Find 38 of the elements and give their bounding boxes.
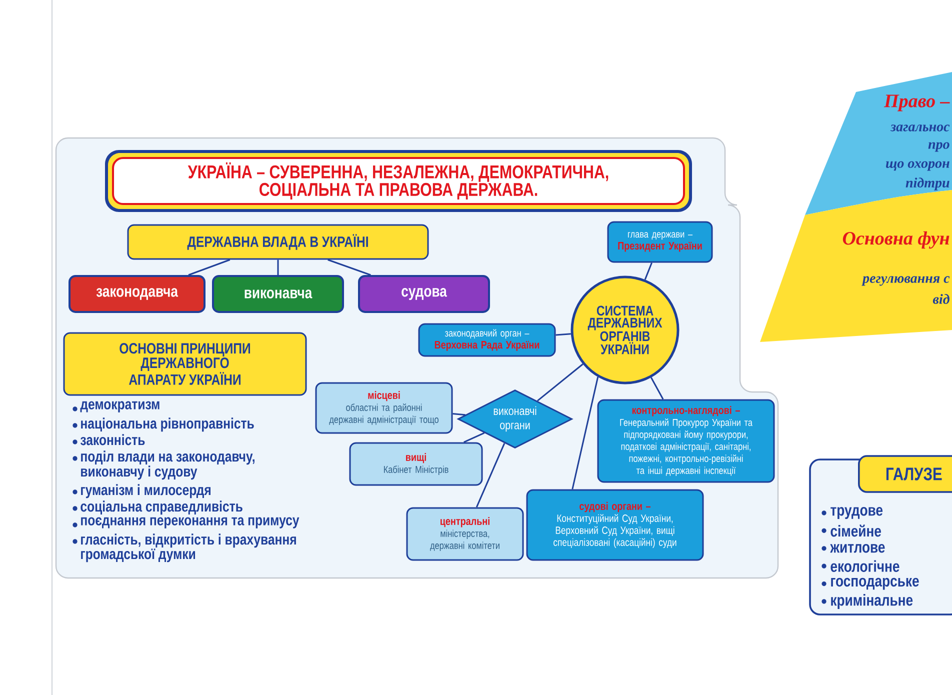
connector-line [537,364,584,402]
list-item: демократизм [72,401,160,412]
heading-tab: ГАЛУЗЕ [858,455,952,493]
heading-box: ОСНОВНІ ПРИНЦИПИ ДЕРЖАВНОГО АПАРАТУ УКРАЇНИ [63,332,307,396]
list-item: поєднання переконання та примусу [72,517,300,528]
connector-line [277,260,279,275]
organ-box: центральні міністерства, державні комітети [406,507,524,561]
connector-line [556,333,571,336]
title-banner: УКРАЇНА – СУВЕРЕННА, НЕЗАЛЕЖНА, ДЕМОКРАТИЧНА, СОЦІАЛЬНА ТА ПРАВОВА ДЕРЖАВА. [105,150,692,212]
node-label: підтри [906,178,950,190]
node-label: Право – [884,94,950,112]
organ-box: законодавчий орган – Верховна Рада України [418,323,556,357]
organ-box: місцеві областні та районні державні адміністрації тощо [315,382,453,434]
node-label: загальнос [890,124,950,132]
list-item: соціальна справедливість [72,500,242,515]
connector-line [328,259,371,276]
organ-box: глава держави – Президент України [607,221,713,263]
branch-box: законодавча [68,274,206,313]
organ-box: контрольно-наглядові – Генеральний Прокурор України та підпорядковані йому прокурори, податкові адміністрації, санітарні, пожежні, контрольно-ревізійні та інші державні інспекції [597,399,775,483]
organ-box: судові органи – Конституційний Суд України, Верховний Суд України, вищі спеціалізовані (касаційні) суди [526,489,704,561]
branch-box: виконавча [212,274,344,313]
connector-line [572,376,599,490]
connector-line [452,413,466,416]
connector-line [188,259,230,276]
branch-box: судова [358,274,490,313]
list-item: гуманізм і милосердя [72,484,210,498]
node-label: про [928,142,950,152]
list-item: гласність, відкритість і врахування громадської думки [72,534,296,562]
connector-line [650,377,664,400]
connector-line [464,432,485,443]
connector-line [644,262,652,280]
flag-banner: Право – загальнос про що охорон підтри Основна фун регулювання с від [760,72,952,342]
heading-box: ДЕРЖАВНА ВЛАДА В УКРАЇНІ [127,224,429,260]
organ-box: вищі Кабінет Міністрів [349,442,483,486]
node-label: що охорон [886,161,950,171]
list-item: законність [72,434,145,446]
connector-line [476,443,506,508]
list-item: національна рівноправність [72,418,254,432]
